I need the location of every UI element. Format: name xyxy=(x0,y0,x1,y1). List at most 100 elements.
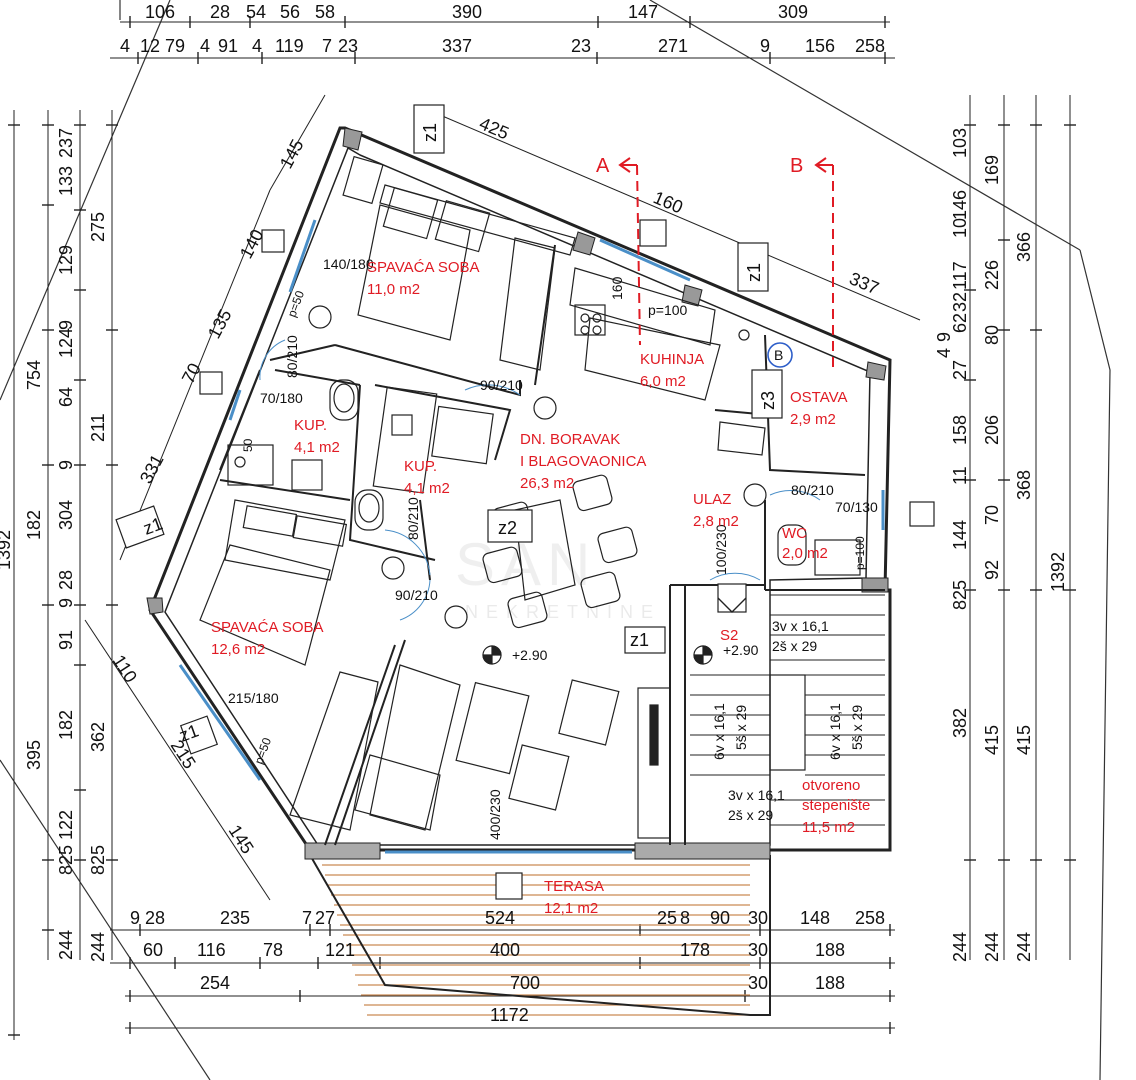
svg-text:28: 28 xyxy=(145,908,165,928)
svg-text:OSTAVA: OSTAVA xyxy=(790,389,848,406)
svg-text:SPAVAĆA SOBA: SPAVAĆA SOBA xyxy=(367,259,480,276)
dimension-ticks xyxy=(8,16,1076,1036)
svg-text:otvoreno: otvoreno xyxy=(802,777,860,794)
svg-text:116: 116 xyxy=(197,940,226,960)
svg-text:78: 78 xyxy=(263,940,283,960)
svg-text:825: 825 xyxy=(56,845,76,875)
svg-text:244: 244 xyxy=(88,932,108,962)
svg-text:6,0 m2: 6,0 m2 xyxy=(640,373,686,390)
watermark-logo: SAN xyxy=(455,531,596,598)
svg-text:64: 64 xyxy=(56,387,76,407)
svg-text:148: 148 xyxy=(800,908,830,928)
svg-text:160: 160 xyxy=(609,276,625,300)
svg-text:4,1 m2: 4,1 m2 xyxy=(294,439,340,456)
site-lines xyxy=(0,0,1111,1080)
svg-text:80: 80 xyxy=(982,325,1002,345)
svg-text:235: 235 xyxy=(220,908,250,928)
diagonal-dimensions: 145 140 135 70 331 110 215 145 425 160 3… xyxy=(109,113,882,857)
svg-text:366: 366 xyxy=(1014,232,1034,262)
door-swings xyxy=(259,339,821,621)
svg-text:11,5 m2: 11,5 m2 xyxy=(802,819,855,836)
svg-text:188: 188 xyxy=(815,973,845,993)
terrace-hatch xyxy=(322,864,750,1016)
svg-text:p=100: p=100 xyxy=(648,302,688,318)
svg-text:106: 106 xyxy=(145,2,175,22)
svg-text:27: 27 xyxy=(950,360,970,380)
svg-text:26,3 m2: 26,3 m2 xyxy=(520,475,574,492)
svg-text:stepenište: stepenište xyxy=(802,797,870,814)
svg-text:p=100: p=100 xyxy=(853,536,867,570)
exterior-walls xyxy=(146,126,892,860)
svg-text:11: 11 xyxy=(950,466,970,485)
svg-text:9: 9 xyxy=(760,36,770,56)
right-dimensions: 103 146 10 117 32 62 4 80 27 9 158 11 14… xyxy=(934,128,1068,962)
svg-text:147: 147 xyxy=(628,2,658,22)
terrace-outline xyxy=(309,854,771,1016)
svg-text:237: 237 xyxy=(56,128,76,158)
svg-text:2,0 m2: 2,0 m2 xyxy=(782,545,828,562)
svg-text:117: 117 xyxy=(950,261,970,290)
windows xyxy=(178,219,885,854)
svg-text:206: 206 xyxy=(982,415,1002,445)
svg-text:362: 362 xyxy=(88,722,108,752)
svg-text:382: 382 xyxy=(950,708,970,738)
svg-text:100/230: 100/230 xyxy=(713,524,729,575)
svg-text:z1: z1 xyxy=(744,263,764,282)
svg-text:524: 524 xyxy=(485,908,515,928)
svg-text:3v x 16,1: 3v x 16,1 xyxy=(728,787,785,803)
svg-text:160: 160 xyxy=(650,187,685,217)
svg-text:WC: WC xyxy=(782,525,807,542)
svg-text:244: 244 xyxy=(1014,932,1034,962)
svg-text:8: 8 xyxy=(680,908,690,928)
svg-text:3v x 16,1: 3v x 16,1 xyxy=(772,618,829,634)
svg-text:58: 58 xyxy=(315,2,335,22)
svg-text:23: 23 xyxy=(338,36,358,56)
svg-text:p=50: p=50 xyxy=(252,736,275,766)
svg-text:S2: S2 xyxy=(720,627,738,644)
svg-text:90: 90 xyxy=(710,908,730,928)
svg-text:133: 133 xyxy=(56,166,76,196)
svg-text:11,0 m2: 11,0 m2 xyxy=(367,281,420,298)
svg-text:188: 188 xyxy=(815,940,845,960)
svg-text:825: 825 xyxy=(950,580,970,610)
svg-text:4: 4 xyxy=(934,348,954,358)
svg-text:145: 145 xyxy=(225,821,258,857)
svg-text:9: 9 xyxy=(56,460,76,470)
svg-text:121: 121 xyxy=(325,940,355,960)
svg-text:I BLAGOVAONICA: I BLAGOVAONICA xyxy=(520,453,646,470)
svg-text:368: 368 xyxy=(1014,470,1034,500)
svg-text:30: 30 xyxy=(748,973,768,993)
svg-text:178: 178 xyxy=(680,940,710,960)
svg-text:146: 146 xyxy=(950,190,970,220)
svg-text:425: 425 xyxy=(476,113,511,143)
svg-text:12: 12 xyxy=(140,36,160,56)
svg-text:400: 400 xyxy=(490,940,520,960)
svg-text:4: 4 xyxy=(120,36,130,56)
room-labels: SPAVAĆA SOBA 11,0 m2 KUHINJA 6,0 m2 OSTA… xyxy=(211,259,870,917)
svg-text:9: 9 xyxy=(56,320,76,330)
section-label-a: A xyxy=(596,155,610,177)
svg-text:825: 825 xyxy=(88,845,108,875)
svg-text:156: 156 xyxy=(805,36,835,56)
svg-text:12,6 m2: 12,6 m2 xyxy=(211,641,265,658)
svg-text:50: 50 xyxy=(241,438,255,452)
svg-text:158: 158 xyxy=(950,415,970,445)
svg-text:70/180: 70/180 xyxy=(260,390,303,406)
svg-text:23: 23 xyxy=(571,36,591,56)
svg-text:390: 390 xyxy=(452,2,482,22)
left-dimensions: 754 1392 237 133 129 124 9 64 9 304 9 28… xyxy=(0,128,108,962)
svg-text:SPAVAĆA SOBA: SPAVAĆA SOBA xyxy=(211,619,324,636)
svg-text:91: 91 xyxy=(218,36,238,56)
svg-text:395: 395 xyxy=(24,740,44,770)
svg-text:124: 124 xyxy=(56,328,76,358)
svg-text:90/210: 90/210 xyxy=(395,587,438,603)
svg-text:DN. BORAVAK: DN. BORAVAK xyxy=(520,431,620,448)
svg-text:258: 258 xyxy=(855,908,885,928)
svg-text:271: 271 xyxy=(658,36,688,56)
svg-text:28: 28 xyxy=(56,570,76,590)
svg-text:27: 27 xyxy=(315,908,335,928)
svg-text:145: 145 xyxy=(276,136,308,172)
svg-text:p=50: p=50 xyxy=(285,289,308,319)
svg-text:415: 415 xyxy=(1014,725,1034,755)
svg-text:7: 7 xyxy=(322,36,332,56)
